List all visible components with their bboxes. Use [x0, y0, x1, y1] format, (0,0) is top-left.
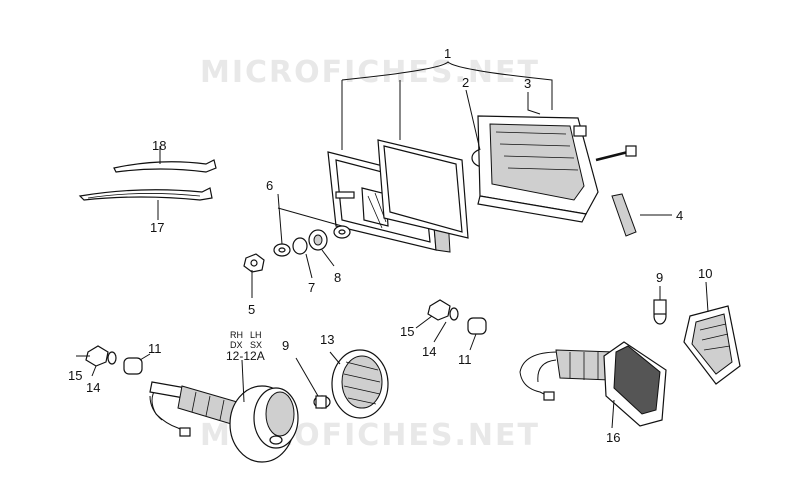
- bulb-9b: [653, 286, 667, 325]
- washer-14b: [449, 307, 459, 321]
- spacer-11b: [467, 317, 487, 335]
- bulb-9a: [295, 357, 331, 409]
- callout-bracket-1: [341, 61, 553, 150]
- part-number-17: 17: [150, 220, 164, 235]
- watermark-top: MICROFICHES.NET: [200, 55, 540, 90]
- spacer-11a: [123, 357, 143, 375]
- nut-15a: [85, 345, 109, 367]
- part-number-11-right: 11: [458, 352, 472, 367]
- reflector-housing: [477, 115, 599, 223]
- leader-2: [465, 89, 481, 151]
- part-number-2: 2: [462, 75, 469, 90]
- tail-light-gasket: [377, 139, 469, 239]
- washer-14a: [107, 351, 117, 365]
- lens-10: [683, 281, 741, 385]
- part-number-13: 13: [320, 332, 334, 347]
- lens-13: [329, 349, 389, 419]
- side-label-lh: LH: [250, 330, 262, 340]
- side-label-rh: RH: [230, 330, 243, 340]
- side-label-dx: DX: [230, 340, 243, 350]
- reflector-strip: [611, 193, 672, 237]
- part-number-5: 5: [248, 302, 255, 317]
- part-number-10: 10: [698, 266, 712, 281]
- leader-3: [527, 92, 541, 115]
- strip-18: [113, 146, 217, 173]
- part-number-4: 4: [676, 208, 683, 223]
- right-turn-signal: [415, 281, 741, 429]
- left-turn-signal: [76, 345, 389, 463]
- nut-15b: [427, 299, 451, 321]
- part-number-14-right: 14: [422, 344, 436, 359]
- part-number-8: 8: [334, 270, 341, 285]
- part-number-9-left: 9: [282, 338, 289, 353]
- part-number-9-right: 9: [656, 270, 663, 285]
- part-number-11-left: 11: [148, 341, 162, 356]
- part-number-16: 16: [606, 430, 620, 445]
- strip-17: [78, 187, 213, 220]
- part-number-15-left: 15: [68, 368, 82, 383]
- wire-right: [519, 351, 559, 397]
- spacer-7: [292, 237, 308, 255]
- side-label-sx: SX: [250, 340, 262, 350]
- part-number-3: 3: [524, 76, 531, 91]
- part-number-7: 7: [308, 280, 315, 295]
- part-number-1: 1: [444, 46, 451, 61]
- fastener-group-5-8: [243, 193, 351, 298]
- mounting-screw: [595, 145, 637, 162]
- part-number-18: 18: [152, 138, 166, 153]
- tail-light-assembly: [327, 61, 672, 253]
- part-number-12-12a: 12-12A: [226, 349, 265, 363]
- part-number-15-right: 15: [400, 324, 414, 339]
- part-number-14-left: 14: [86, 380, 100, 395]
- part-number-6: 6: [266, 178, 273, 193]
